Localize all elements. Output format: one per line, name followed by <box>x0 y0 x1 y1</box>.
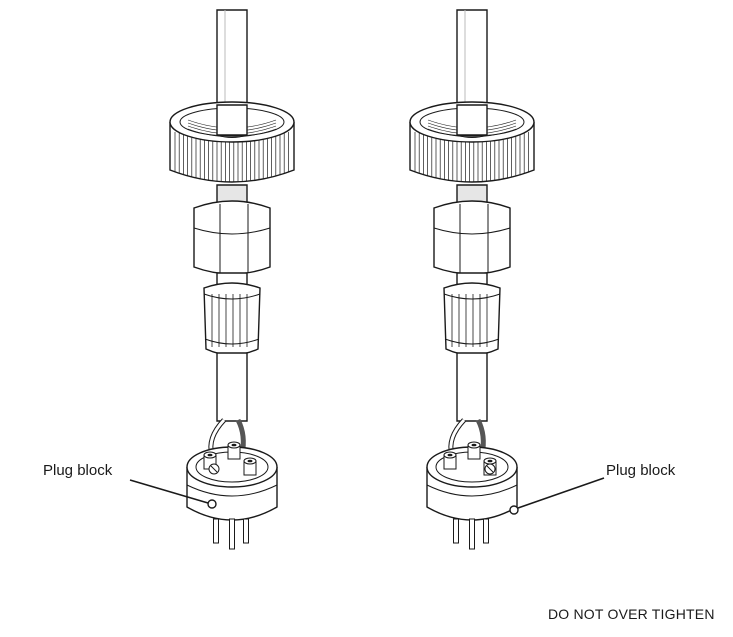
plug-pin <box>244 519 249 543</box>
plug-pin <box>454 519 459 543</box>
cable-gland-assembly-left <box>170 10 294 549</box>
hex-body <box>194 201 270 274</box>
plug-pin <box>214 519 219 543</box>
hex-body <box>434 201 510 274</box>
callout-dot-right <box>510 506 518 514</box>
plug-block-label-left: Plug block <box>43 462 113 479</box>
do-not-over-tighten-warning: DO NOT OVER TIGHTEN <box>548 606 715 622</box>
cable-lower <box>217 353 247 421</box>
plug-block-label-right: Plug block <box>606 462 676 479</box>
plug-pin <box>230 519 235 549</box>
cable-gland-assembly-right <box>410 10 534 549</box>
leader-line-right <box>518 478 604 508</box>
cable-lower <box>457 353 487 421</box>
plug-pin <box>484 519 489 543</box>
plug-pin <box>470 519 475 549</box>
leader-line-left <box>130 480 208 503</box>
callout-dot-left <box>208 500 216 508</box>
